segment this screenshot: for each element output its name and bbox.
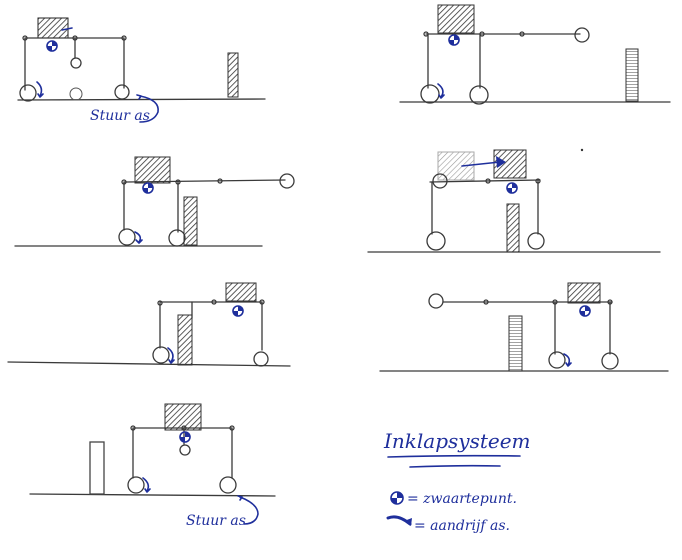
steer-axis-label-bottom: Stuur as [186,513,246,529]
hanging-wheel [70,57,82,69]
frame-beam [429,179,541,183]
legend-drive-label: = aandrijf as. [414,518,510,534]
center-of-gravity-icon [390,491,404,505]
step-3-panel [14,156,295,247]
obstacle-post [177,314,193,366]
obstacle-post [506,203,520,253]
steer-axis-label-top: Stuur as [90,108,150,124]
step-2-panel [399,4,671,105]
rotation-arrow [167,347,174,363]
hanging-wheel [179,444,191,456]
rotation-arrow [437,83,444,98]
rear-wheel [548,351,566,369]
lifted-wheel [279,173,295,189]
rear-wheel [118,228,136,246]
steer-axis-pointer [239,496,259,525]
rear-wheel [426,231,446,251]
vehicle-body-block [134,156,171,184]
ghost-wheel [69,87,83,101]
title-underline [387,454,521,458]
step-5-panel [7,282,291,367]
rotation-arrow [563,353,571,366]
lifted-wheel [428,293,444,309]
step-4-panel [367,148,661,253]
frame-beam [123,179,286,183]
rear-wheel [19,84,37,102]
center-of-gravity-icon [232,305,244,317]
center-of-gravity-icon [179,431,191,443]
obstacle-post [508,315,523,372]
legend-title: Inklapsysteem [383,429,531,453]
drive-axis-arrow-icon [61,27,73,31]
vehicle-body-block [225,282,257,302]
obstacle-post [625,48,639,102]
ground-line [29,493,276,497]
front-wheel [168,229,186,247]
vehicle-body-block [567,282,601,304]
obstacle-post [183,196,198,246]
center-of-gravity-icon [142,182,154,194]
front-wheel [601,352,619,370]
front-wheel [527,232,545,250]
step-6-panel [379,282,669,372]
shift-arrow [461,161,501,167]
center-of-gravity-icon [579,305,591,317]
obstacle-post [89,441,105,495]
front-wheel [253,351,269,367]
ground-line [17,98,266,101]
rotation-arrow [142,477,150,492]
center-of-gravity-icon [506,182,518,194]
rear-wheel [152,346,170,364]
lifted-wheel [574,27,590,43]
obstacle-post [227,52,239,98]
vehicle-body-block [37,17,69,39]
front-wheel [469,85,489,105]
legend-cog-label: = zwaartepunt. [407,491,517,507]
rear-wheel [420,84,440,104]
rotation-arrow [134,231,142,243]
lifted-wheel [432,173,448,189]
front-wheel [114,84,130,100]
center-of-gravity-icon [46,40,58,52]
steer-axis-pointer [139,95,159,123]
drive-axis-arrow-icon [386,515,412,526]
rotation-arrow [36,81,43,97]
step-7-panel: Stuur as [29,403,276,529]
center-of-gravity-icon [448,34,460,46]
legend: Inklapsysteem = zwaartepunt. = aandrijf … [383,429,531,534]
vehicle-body-block [437,4,475,34]
step-1-panel: Stuur as [17,17,266,124]
ground-line [7,361,291,367]
front-wheel [219,476,237,494]
rear-wheel [127,476,145,494]
